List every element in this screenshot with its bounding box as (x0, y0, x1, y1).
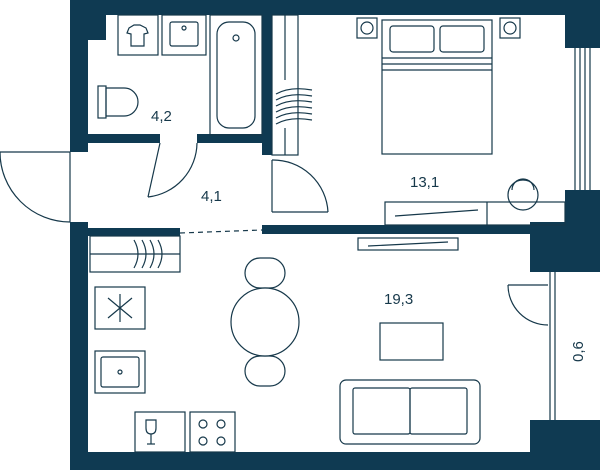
bedroom-area-label: 13,1 (410, 174, 439, 191)
wardrobe-icon (89, 235, 181, 273)
sofa-icon (339, 379, 481, 445)
bathroom-area-label: 4,2 (151, 108, 172, 125)
window-icon (574, 48, 591, 190)
double-bed-icon (381, 19, 493, 155)
bathtub-icon (209, 14, 263, 136)
window-icon (549, 272, 556, 420)
oven-icon (134, 411, 186, 453)
hall-door (271, 159, 329, 213)
sink-icon (161, 14, 207, 56)
tv-icon (357, 237, 459, 251)
bathroom-door (147, 142, 198, 198)
kitchen-living-area-label: 19,3 (384, 291, 413, 308)
entrance-door (0, 151, 71, 223)
cooktop-icon (189, 411, 236, 453)
balcony-door (507, 284, 549, 326)
toilet-icon (97, 85, 139, 119)
coffee-table-icon (379, 322, 444, 361)
dining-table-icon (230, 257, 300, 387)
air-conditioner-icon (356, 17, 378, 39)
washing-machine-icon (117, 14, 159, 56)
desk-icon (384, 201, 566, 226)
hall-area-label: 4,1 (201, 188, 222, 205)
air-conditioner-icon (499, 17, 521, 39)
chair-icon (507, 178, 539, 211)
zone-divider (179, 229, 263, 234)
walls (70, 0, 600, 470)
kitchen-sink-icon (94, 350, 146, 394)
balcony-area-label: 0,6 (570, 341, 587, 362)
fridge-icon (94, 286, 146, 330)
towel-radiator-icon (271, 14, 313, 156)
